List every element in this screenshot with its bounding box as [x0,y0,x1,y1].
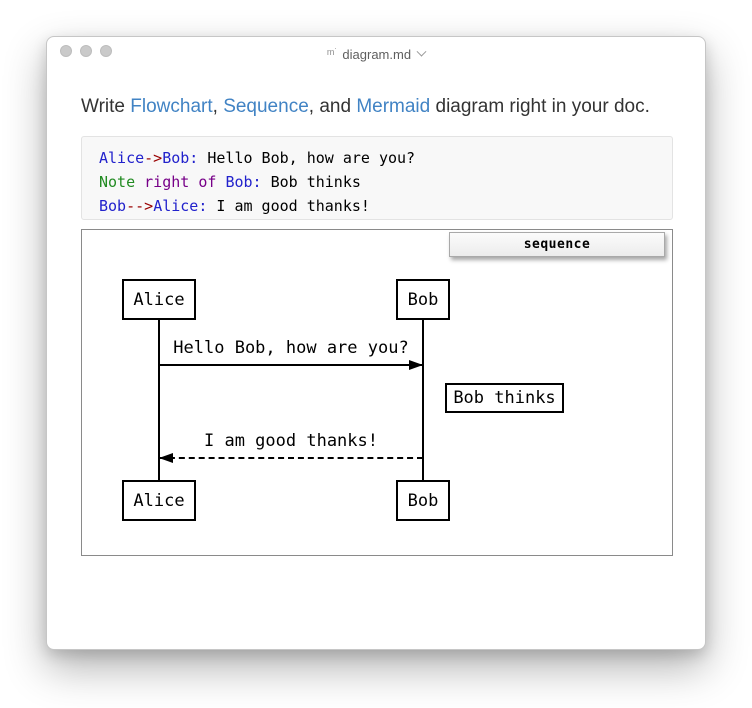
arrowhead-right-icon [409,360,423,370]
heading-text: diagram right in your doc. [430,96,650,117]
window-zoom-button[interactable] [100,45,112,57]
window-close-button[interactable] [60,45,72,57]
code-line: Alice->Bob: Hello Bob, how are you? [99,146,655,170]
note-box: Bob thinks [445,383,564,413]
code-token: --> [126,197,154,215]
window-title: diagram.md [342,46,412,62]
sequence-link[interactable]: Sequence [223,96,309,117]
actor-box-alice-bottom: Alice [122,480,196,521]
code-token: Bob: [225,173,262,191]
code-block[interactable]: Alice->Bob: Hello Bob, how are you? Note… [81,136,673,220]
window-minimize-button[interactable] [80,45,92,57]
code-token: Note [99,173,136,191]
alice-lifeline [158,320,160,480]
diagram-panel: sequence Alice Bob Hello Bob, how are yo… [81,229,673,556]
code-token: -> [144,149,163,167]
heading-text: , and [308,96,357,117]
code-line: Note right of Bob: Bob thinks [99,170,655,194]
mermaid-link[interactable]: Mermaid [356,96,431,117]
code-token: Hello Bob, how are you? [198,149,416,167]
code-token: Alice [99,149,145,167]
message1-label: Hello Bob, how are you? [173,338,409,358]
message1-arrow-line [159,364,423,366]
heading-text: , [212,96,224,117]
code-token [135,173,144,191]
actor-box-bob-top: Bob [396,279,450,320]
bob-lifeline [422,320,424,480]
code-token: Bob thinks [261,173,361,191]
heading-text: Write [81,96,131,117]
actor-box-bob-bottom: Bob [396,480,450,521]
code-token: Bob [99,197,127,215]
markdown-file-icon: m˙ [326,46,338,57]
actor-box-alice-top: Alice [122,279,196,320]
code-token: I am good thanks! [207,197,370,215]
code-token: right of [144,173,217,191]
diagram-type-tab[interactable]: sequence [449,232,665,257]
code-token: Alice: [153,197,208,215]
message2-arrow-line [159,457,423,459]
flowchart-link[interactable]: Flowchart [130,96,213,117]
code-line: Bob-->Alice: I am good thanks! [99,194,655,218]
app-window: m˙ diagram.md Write Flowchart, Sequence,… [46,36,706,650]
chevron-down-icon[interactable] [416,46,427,57]
arrowhead-left-icon [159,453,173,463]
titlebar: m˙ diagram.md [47,37,705,71]
window-title-group: m˙ diagram.md [47,37,705,71]
doc-heading: Write Flowchart, Sequence, and Mermaid d… [81,93,673,120]
code-token: Bob: [162,149,199,167]
message2-label: I am good thanks! [204,431,378,451]
